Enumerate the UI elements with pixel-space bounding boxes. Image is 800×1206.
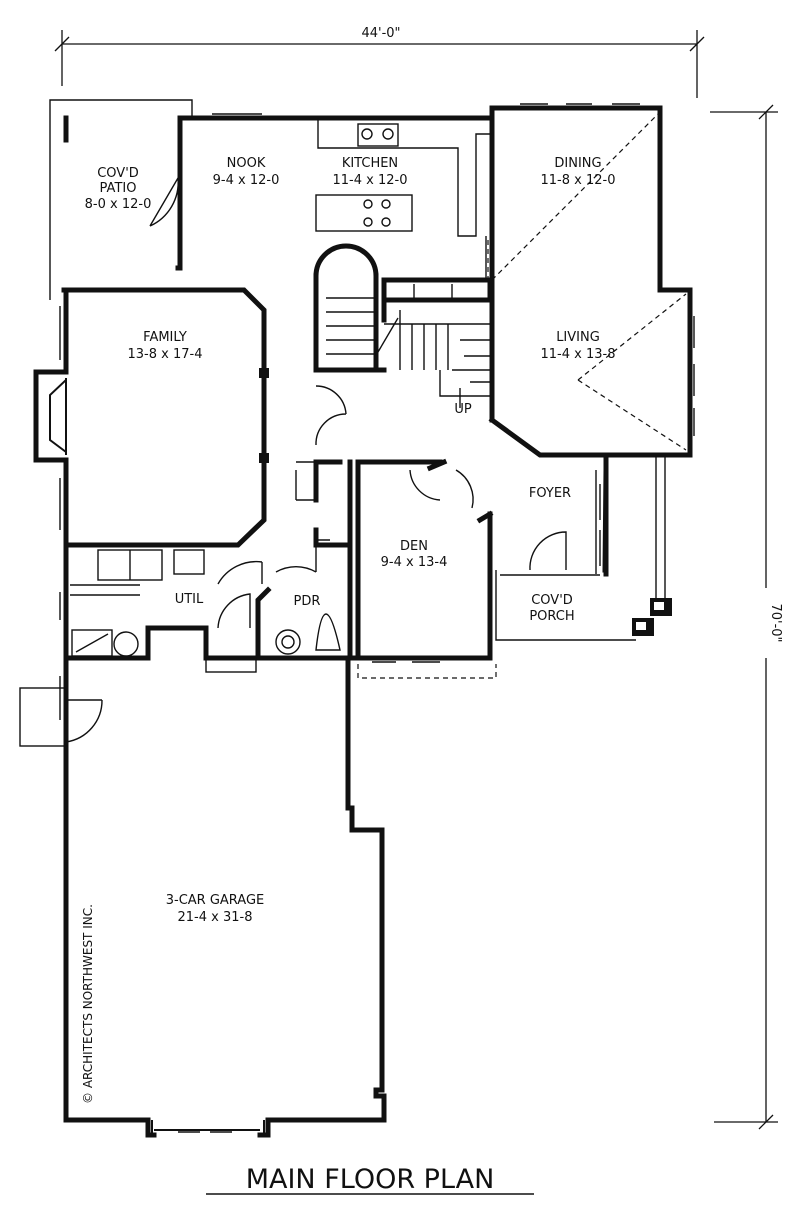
depth-dimension-label: 70'-0": [768, 603, 783, 642]
room-name-covd-porch-1: COV'D: [531, 593, 573, 608]
room-name-util: UTIL: [175, 592, 204, 607]
garage-walls: [19, 655, 497, 1138]
room-size-covd-patio: 8-0 x 12-0: [85, 197, 152, 212]
door-swings: [217, 385, 567, 629]
width-dimension: 44'-0": [54, 24, 705, 98]
vault-lines: [487, 111, 687, 451]
room-size-living: 11-4 x 13-8: [541, 347, 616, 362]
room-name-den: DEN: [400, 539, 428, 554]
room-size-dining: 11-8 x 12-0: [541, 173, 616, 188]
architect-credit: © ARCHITECTS NORTHWEST INC.: [81, 904, 95, 1104]
room-size-kitchen: 11-4 x 12-0: [333, 173, 408, 188]
room-name-dining: DINING: [554, 156, 601, 171]
room-name-family: FAMILY: [143, 330, 187, 345]
room-name-foyer: FOYER: [529, 486, 571, 501]
room-name-kitchen: KITCHEN: [342, 156, 398, 171]
width-dimension-label: 44'-0": [361, 26, 400, 41]
covd-porch-area: [495, 455, 672, 641]
util-fixtures: [70, 549, 257, 673]
room-size-family: 13-8 x 17-4: [128, 347, 203, 362]
exterior-walls: [33, 105, 693, 661]
window-marks: [59, 103, 695, 720]
room-name-pdr: PDR: [294, 594, 321, 609]
room-name-nook: NOOK: [227, 156, 266, 171]
plan-title: MAIN FLOOR PLAN: [246, 1164, 495, 1195]
room-name-living: LIVING: [556, 330, 600, 345]
room-size-nook: 9-4 x 12-0: [213, 173, 280, 188]
room-name-covd-porch-2: PORCH: [529, 609, 574, 624]
pdr-fixtures: [275, 613, 341, 655]
room-size-den: 9-4 x 13-4: [381, 555, 448, 570]
room-name-covd-patio-2: PATIO: [100, 181, 137, 196]
room-name-garage: 3-CAR GARAGE: [166, 893, 265, 908]
room-labels: COV'D PATIO 8-0 x 12-0 NOOK 9-4 x 12-0 K…: [85, 156, 616, 925]
kitchen-fixtures: [313, 118, 493, 373]
sink-icon: [357, 123, 399, 147]
columns: [259, 368, 269, 463]
depth-dimension: 70'-0": [710, 104, 783, 1130]
stair-up-label: UP: [454, 402, 472, 417]
room-size-garage: 21-4 x 31-8: [178, 910, 253, 925]
staircase: UP: [326, 297, 490, 417]
room-name-covd-patio-1: COV'D: [97, 166, 139, 181]
